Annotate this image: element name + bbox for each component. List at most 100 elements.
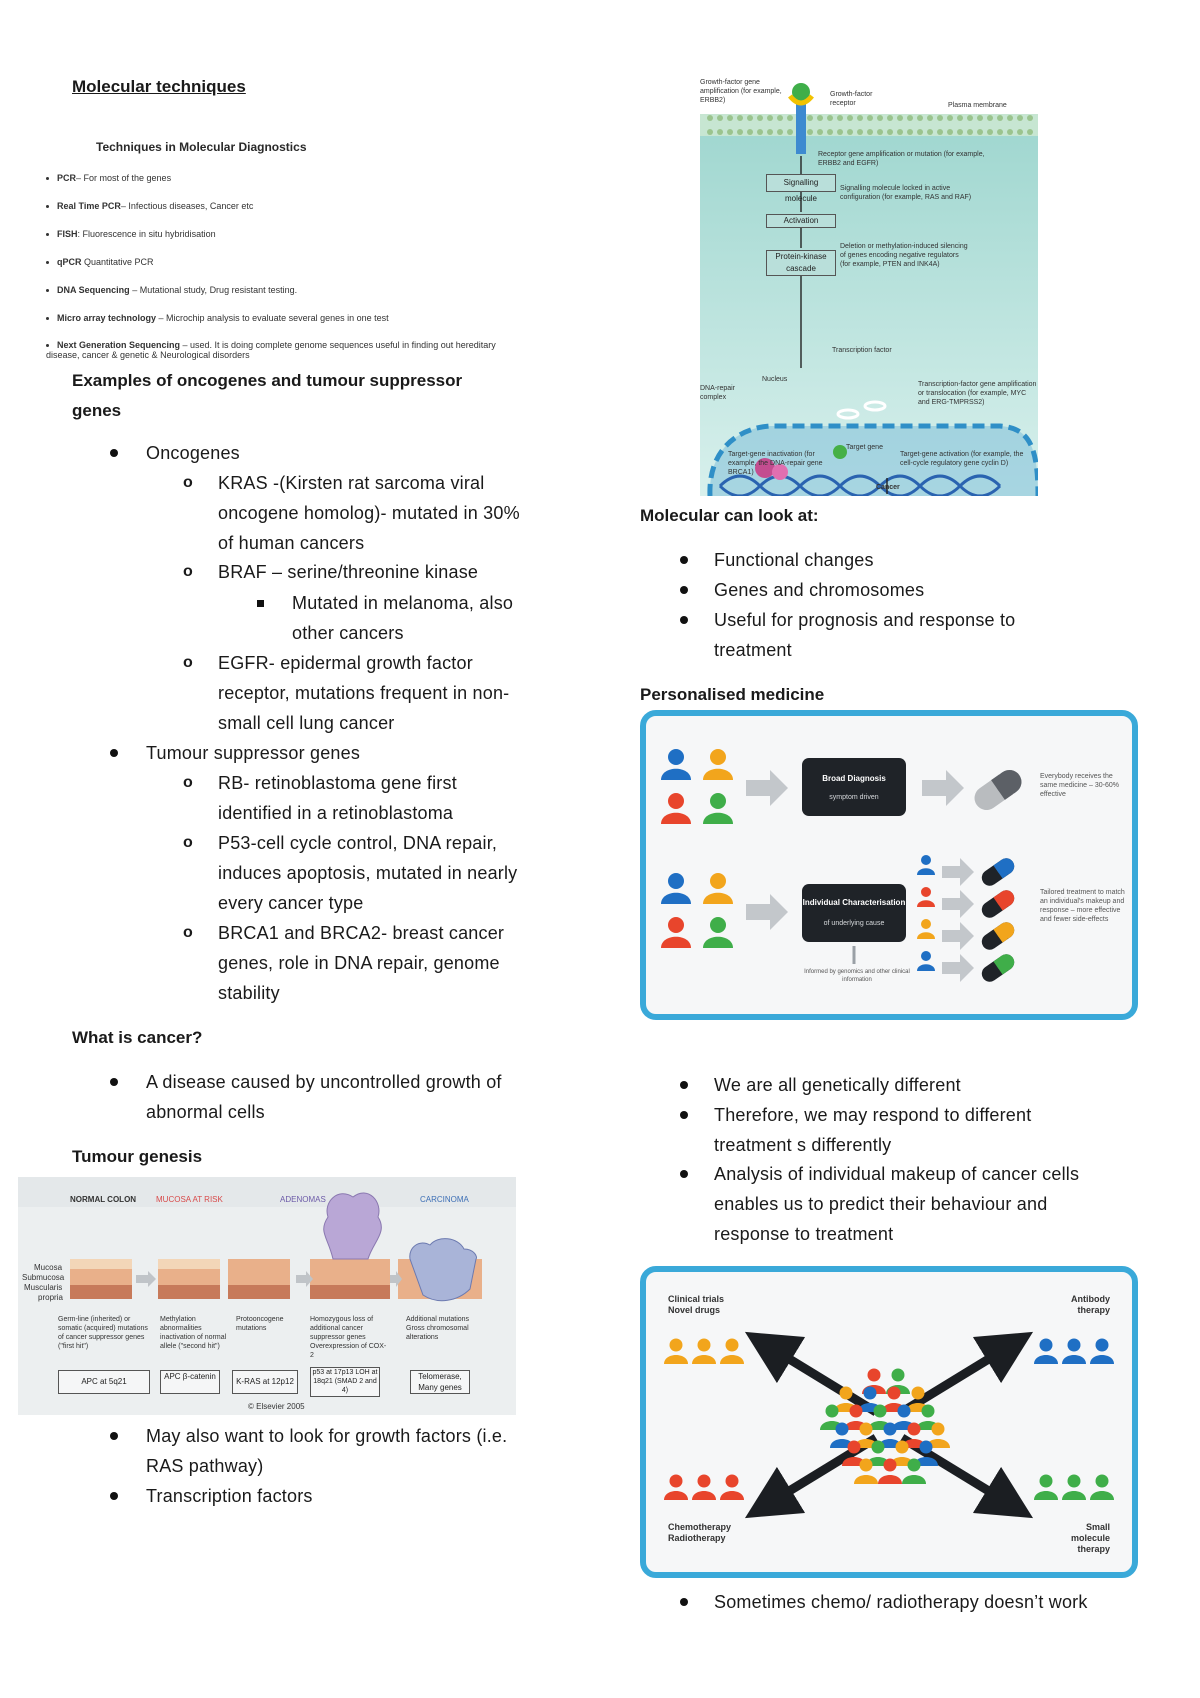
list-item: Mutated in melanoma, also — [292, 593, 514, 613]
section-title-molecular-can-look-at: Molecular can look at: — [640, 506, 819, 525]
list-item: BRAF – serine/threonine kinase — [218, 562, 479, 582]
techniques-title: Techniques in Molecular Diagnostics — [96, 140, 307, 154]
pathway-label: Cancer — [876, 484, 900, 491]
figure-credit: © Elsevier 2005 — [248, 1402, 305, 1411]
tissue-illustration — [70, 1192, 482, 1302]
individual-characterisation-sub: of underlying cause — [823, 920, 885, 927]
list-item: treatment s differently — [714, 1135, 892, 1155]
list-item: BRCA1 and BRCA2- breast cancer — [218, 923, 505, 943]
personalised-medicine-figure: Broad Diagnosis symptom driven Everybody… — [640, 710, 1138, 1020]
pathway-label: Transcription factor — [832, 347, 892, 354]
list-item: RAS pathway) — [146, 1456, 264, 1476]
gene-box: K-RAS at 12p12 — [232, 1370, 298, 1394]
sub-bullet-icon: o — [183, 654, 193, 671]
list-item: of human cancers — [218, 533, 365, 553]
pathway-label: Transcription-factor gene amplification … — [918, 381, 1037, 406]
list-item: Functional changes — [714, 550, 874, 570]
event-label: Additional mutations Gross chromosomal a… — [406, 1316, 470, 1341]
bullet-icon — [680, 1170, 688, 1178]
examples-title-line1: Examples of oncogenes and tumour suppres… — [72, 371, 463, 390]
pathway-label: Target-gene activation (for example, the… — [900, 451, 1024, 467]
list-item: P53-cell cycle control, DNA repair, — [218, 833, 498, 853]
pathway-label: Target gene — [846, 444, 883, 451]
list-item: small cell lung cancer — [218, 713, 395, 733]
bullet-icon — [680, 556, 688, 564]
sub-bullet-icon: o — [183, 774, 193, 791]
section-title-molecular-techniques: Molecular techniques — [72, 77, 246, 96]
gene-box: APC β-catenin — [160, 1370, 220, 1394]
list-item: Transcription factors — [146, 1486, 313, 1506]
techniques-image: Techniques in Molecular Diagnostics PCR–… — [46, 135, 546, 360]
pathway-box: Protein-kinase cascade — [766, 250, 836, 276]
list-item: Therefore, we may respond to different — [714, 1105, 1032, 1125]
technique-item: qPCR Quantitative PCR — [46, 257, 154, 267]
list-item: KRAS -(Kirsten rat sarcoma viral — [218, 473, 485, 493]
sub-bullet-icon: o — [183, 474, 193, 491]
broad-diagnosis-sub: symptom driven — [829, 794, 879, 801]
stage-label: ADENOMAS — [280, 1195, 326, 1204]
list-item: enables us to predict their behaviour an… — [714, 1194, 1048, 1214]
list-item: Analysis of individual makeup of cancer … — [714, 1164, 1080, 1184]
list-item: identified in a retinoblastoma — [218, 803, 454, 823]
personalised-medicine-illustration — [661, 749, 1022, 982]
list-item: Useful for prognosis and response to — [714, 610, 1016, 630]
list-item: We are all genetically different — [714, 1075, 961, 1095]
technique-item: PCR– For most of the genes — [46, 173, 171, 183]
bullet-icon — [680, 1598, 688, 1606]
bullet-icon — [680, 1111, 688, 1119]
bullet-icon — [680, 616, 688, 624]
pathway-box: Activation — [766, 214, 836, 228]
square-bullet-icon — [257, 600, 264, 607]
list-item: Oncogenes — [146, 443, 240, 463]
stage-label: CARCINOMA — [420, 1195, 469, 1204]
list-item: other cancers — [292, 623, 404, 643]
list-item: RB- retinoblastoma gene first — [218, 773, 457, 793]
bullet-icon — [680, 586, 688, 594]
pathway-label: Plasma membrane — [948, 102, 1007, 109]
event-label: Methylation abnormalities inactivation o… — [160, 1316, 227, 1350]
pathway-label: Receptor gene amplification or mutation … — [818, 151, 985, 167]
bullet-icon — [110, 449, 118, 457]
signalling-pathway-figure: Signalling molecule Activation Protein-k… — [700, 78, 1038, 496]
section-title-tumour-genesis: Tumour genesis — [72, 1147, 203, 1166]
technique-item-continued: disease, cancer & genetic & Neurological… — [46, 350, 250, 360]
gene-box: Telomerase, Many genes — [410, 1370, 470, 1394]
gene-box: p53 at 17p13 LOH at 18q21 (SMAD 2 and 4) — [310, 1367, 380, 1397]
stage-label: MUCOSA AT RISK — [156, 1195, 223, 1204]
pathway-label: Growth-factor gene amplification (for ex… — [700, 79, 782, 104]
pathway-label: Signalling molecule locked in active con… — [840, 185, 972, 201]
side-label: Muscularis — [24, 1283, 63, 1292]
list-item: abnormal cells — [146, 1102, 265, 1122]
broad-diagnosis-title: Broad Diagnosis — [822, 774, 886, 783]
list-item: Tumour suppressor genes — [146, 743, 361, 763]
list-item: Sometimes chemo/ radiotherapy doesn’t wo… — [714, 1592, 1088, 1612]
side-label: Mucosa — [34, 1263, 63, 1272]
list-item: Genes and chromosomes — [714, 580, 925, 600]
event-label: Protooncogene mutations — [236, 1316, 284, 1332]
bullet-icon — [110, 1078, 118, 1086]
pathway-label: Nucleus — [762, 376, 788, 383]
list-item: EGFR- epidermal growth factor — [218, 653, 473, 673]
sub-bullet-icon: o — [183, 924, 193, 941]
side-label: propria — [38, 1293, 63, 1302]
side-label: Submucosa — [22, 1273, 65, 1282]
technique-item: Next Generation Sequencing – used. It is… — [46, 340, 496, 350]
event-label: Germ-line (inherited) or somatic (acquir… — [58, 1316, 148, 1350]
list-item: treatment — [714, 640, 792, 660]
tumour-genesis-figure: NORMAL COLON MUCOSA AT RISK ADENOMAS CAR… — [18, 1177, 516, 1415]
individual-note: Tailored treatment to match an individua… — [1040, 889, 1125, 923]
bullet-icon — [110, 1432, 118, 1440]
list-item: every cancer type — [218, 893, 364, 913]
section-title-what-is-cancer: What is cancer? — [72, 1028, 203, 1047]
therapy-illustration — [664, 1331, 1114, 1519]
examples-title-line2: genes — [72, 401, 122, 420]
list-item: oncogene homolog)- mutated in 30% — [218, 503, 520, 523]
informed-note: Informed by genomics and other clinical … — [804, 969, 910, 983]
pathway-label: Deletion or methylation-induced silencin… — [840, 243, 968, 268]
list-item: May also want to look for growth factors… — [146, 1426, 508, 1446]
bullet-icon — [110, 749, 118, 757]
bullet-icon — [680, 1081, 688, 1089]
gene-box: APC at 5q21 — [58, 1370, 150, 1394]
